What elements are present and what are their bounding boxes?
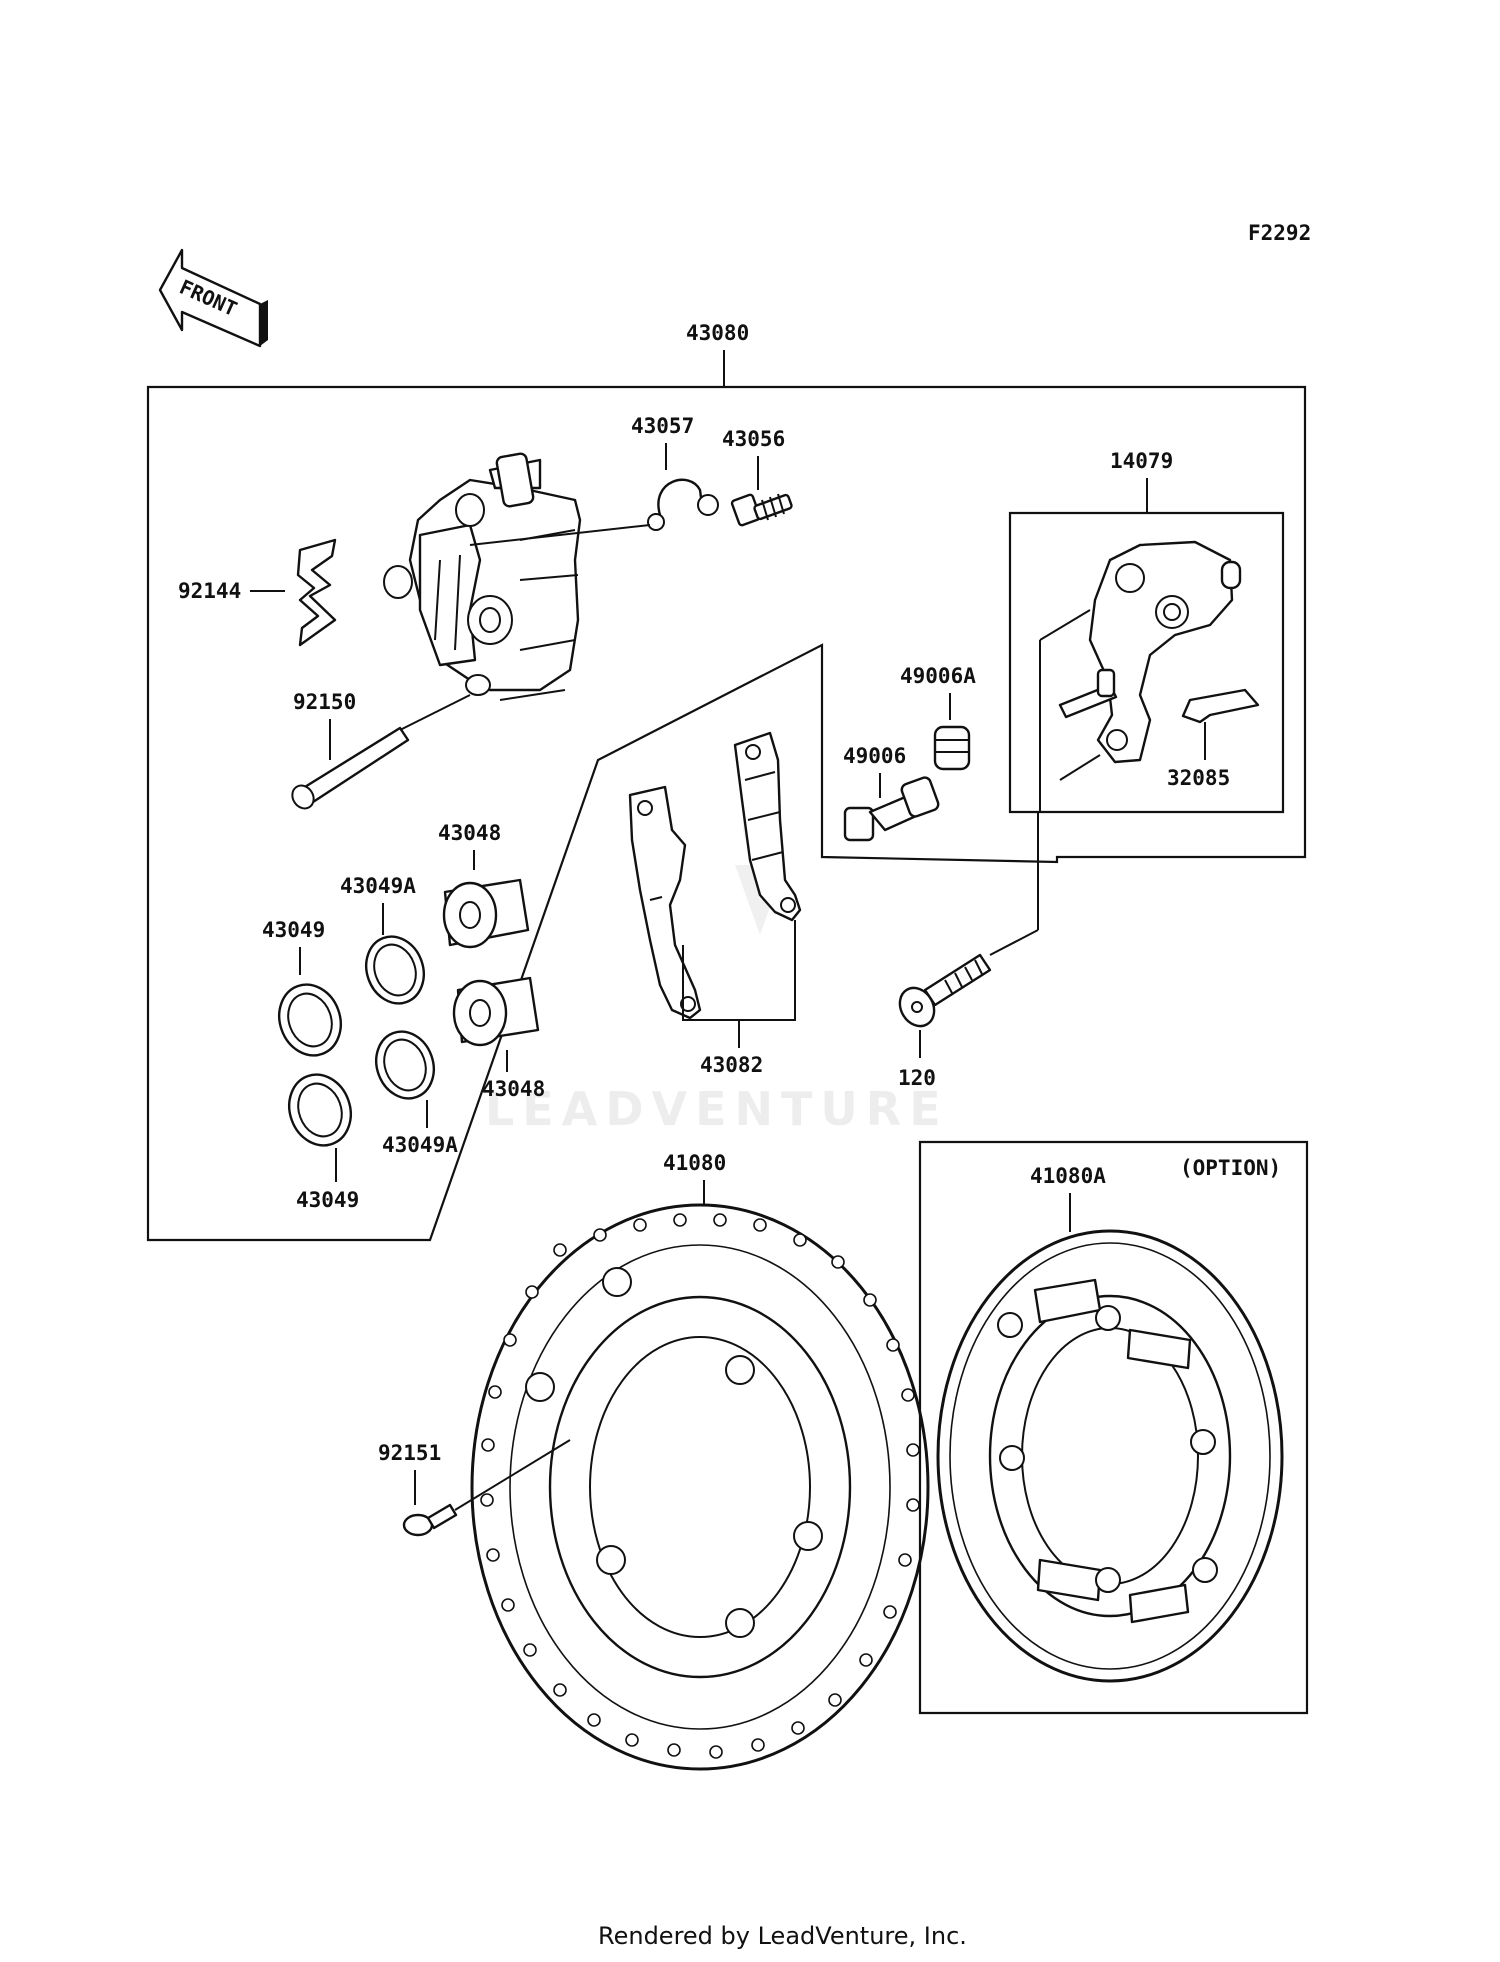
watermark: LEADVENTURE: [485, 1082, 949, 1136]
pad-spring: [296, 538, 337, 647]
caliper-assembly-box: [146, 385, 1307, 1242]
piston-seal-43049A-bottom: [375, 1030, 435, 1100]
brake-pad-right: [733, 731, 802, 922]
brake-disc-41080: [470, 1203, 930, 1771]
label-43049A-bottom: 43049A: [382, 1133, 458, 1157]
piston-top: [442, 878, 530, 949]
caliper-bracket: [1058, 540, 1242, 764]
piston-bottom: [452, 976, 540, 1047]
label-43048-top: 43048: [438, 821, 501, 845]
dust-seal-43049-bottom: [288, 1073, 352, 1147]
label-32085: 32085: [1167, 766, 1230, 790]
pad-spring-clip: [647, 478, 719, 531]
pad-pin: [291, 726, 410, 810]
label-41080A: 41080A: [1030, 1164, 1106, 1188]
option-label: (OPTION): [1180, 1156, 1281, 1180]
label-43049-top: 43049: [262, 918, 325, 942]
label-43057: 43057: [631, 414, 694, 438]
label-120: 120: [898, 1066, 936, 1090]
label-49006A: 49006A: [900, 664, 976, 688]
label-92151: 92151: [378, 1441, 441, 1465]
pad-spring-plate: [1181, 688, 1260, 724]
front-arrow-icon: FRONT: [158, 248, 268, 348]
label-49006: 49006: [843, 744, 906, 768]
label-43056: 43056: [722, 427, 785, 451]
bracket-box: [1008, 511, 1285, 814]
brake-pad-left: [628, 785, 702, 1020]
footer-credit: Rendered by LeadVenture, Inc.: [598, 1922, 967, 1950]
label-43049-bottom: 43049: [296, 1188, 359, 1212]
bleeder-valve: [730, 493, 793, 527]
watermark-logo: LEADVENTURE: [485, 760, 949, 1136]
label-43048-bottom: 43048: [482, 1077, 545, 1101]
diagram-code: F2292: [1248, 221, 1311, 245]
brake-disc-41080A: [936, 1229, 1284, 1683]
label-43082: 43082: [700, 1053, 763, 1077]
slide-pin-boot-49006A: [933, 725, 971, 771]
label-43080: 43080: [686, 321, 749, 345]
bracket-bolt-120: [898, 953, 992, 1028]
disc-screw-92151: [402, 1503, 458, 1537]
slide-pin-49006: [843, 776, 940, 842]
label-41080: 41080: [663, 1151, 726, 1175]
label-14079: 14079: [1110, 449, 1173, 473]
label-92150: 92150: [293, 690, 356, 714]
dust-seal-43049-top: [278, 983, 342, 1057]
piston-seal-43049A-top: [365, 935, 425, 1005]
brake-caliper: [383, 452, 582, 701]
label-92144: 92144: [178, 579, 241, 603]
label-43049A-top: 43049A: [340, 874, 416, 898]
option-box: [918, 1140, 1309, 1715]
